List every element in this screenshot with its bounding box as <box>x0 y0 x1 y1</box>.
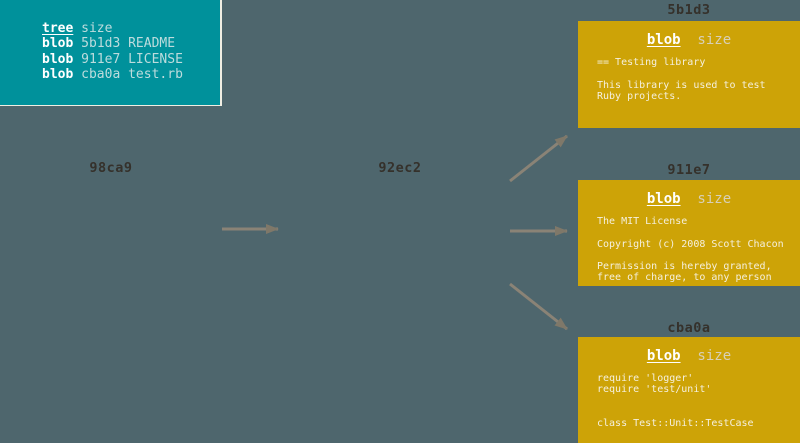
blob-object-box-5b1d3: blob size == Testing library This librar… <box>578 21 800 128</box>
blob-hash-label-5b1d3: 5b1d3 <box>667 2 711 18</box>
blob-content: == Testing library This library is used … <box>597 57 766 102</box>
tree-entry: blob 5b1d3 README <box>42 36 220 51</box>
tree-entry: blob 911e7 LICENSE <box>42 52 220 67</box>
blob-size-label: size <box>697 348 732 364</box>
blob-header: blob size <box>578 191 800 207</box>
blob-header: blob size <box>578 32 800 48</box>
blob-type-keyword: blob <box>646 191 681 207</box>
tree-entry-file: README <box>128 36 176 52</box>
tree-entry-file: LICENSE <box>128 51 183 67</box>
tree-entry: blob cba0a test.rb <box>42 67 220 82</box>
tree-header-line: tree size <box>42 21 220 36</box>
arrow-tree-to-blob-cba0a <box>509 282 568 331</box>
tree-object-box: tree size blob 5b1d3 README blob 911e7 L… <box>0 0 220 105</box>
blob-header: blob size <box>578 348 800 364</box>
blob-object-box-cba0a: blob size require 'logger' require 'test… <box>578 337 800 443</box>
tree-entry-hash: 5b1d3 <box>81 36 121 52</box>
tree-entry-type: blob <box>42 36 74 52</box>
blob-type-keyword: blob <box>646 348 681 364</box>
tree-size-label: size <box>81 21 113 36</box>
tree-entry-type: blob <box>42 67 74 83</box>
tree-entry-hash: cba0a <box>81 67 121 83</box>
tree-hash-label: 92ec2 <box>378 160 422 176</box>
blob-size-label: size <box>697 191 732 207</box>
tree-type-keyword: tree <box>42 21 74 36</box>
blob-size-label: size <box>697 32 732 48</box>
tree-entry-file: test.rb <box>128 67 183 83</box>
tree-entry-type: blob <box>42 51 74 67</box>
tree-entry-hash: 911e7 <box>81 51 121 67</box>
blob-object-box-911e7: blob size The MIT License Copyright (c) … <box>578 180 800 286</box>
commit-hash-label: 98ca9 <box>89 160 133 176</box>
blob-content: require 'logger' require 'test/unit' cla… <box>597 373 754 430</box>
arrow-tree-to-blob-5b1d3 <box>509 134 568 183</box>
blob-type-keyword: blob <box>646 32 681 48</box>
blob-hash-label-cba0a: cba0a <box>667 320 711 336</box>
blob-hash-label-911e7: 911e7 <box>667 162 711 178</box>
blob-content: The MIT License Copyright (c) 2008 Scott… <box>597 216 784 284</box>
